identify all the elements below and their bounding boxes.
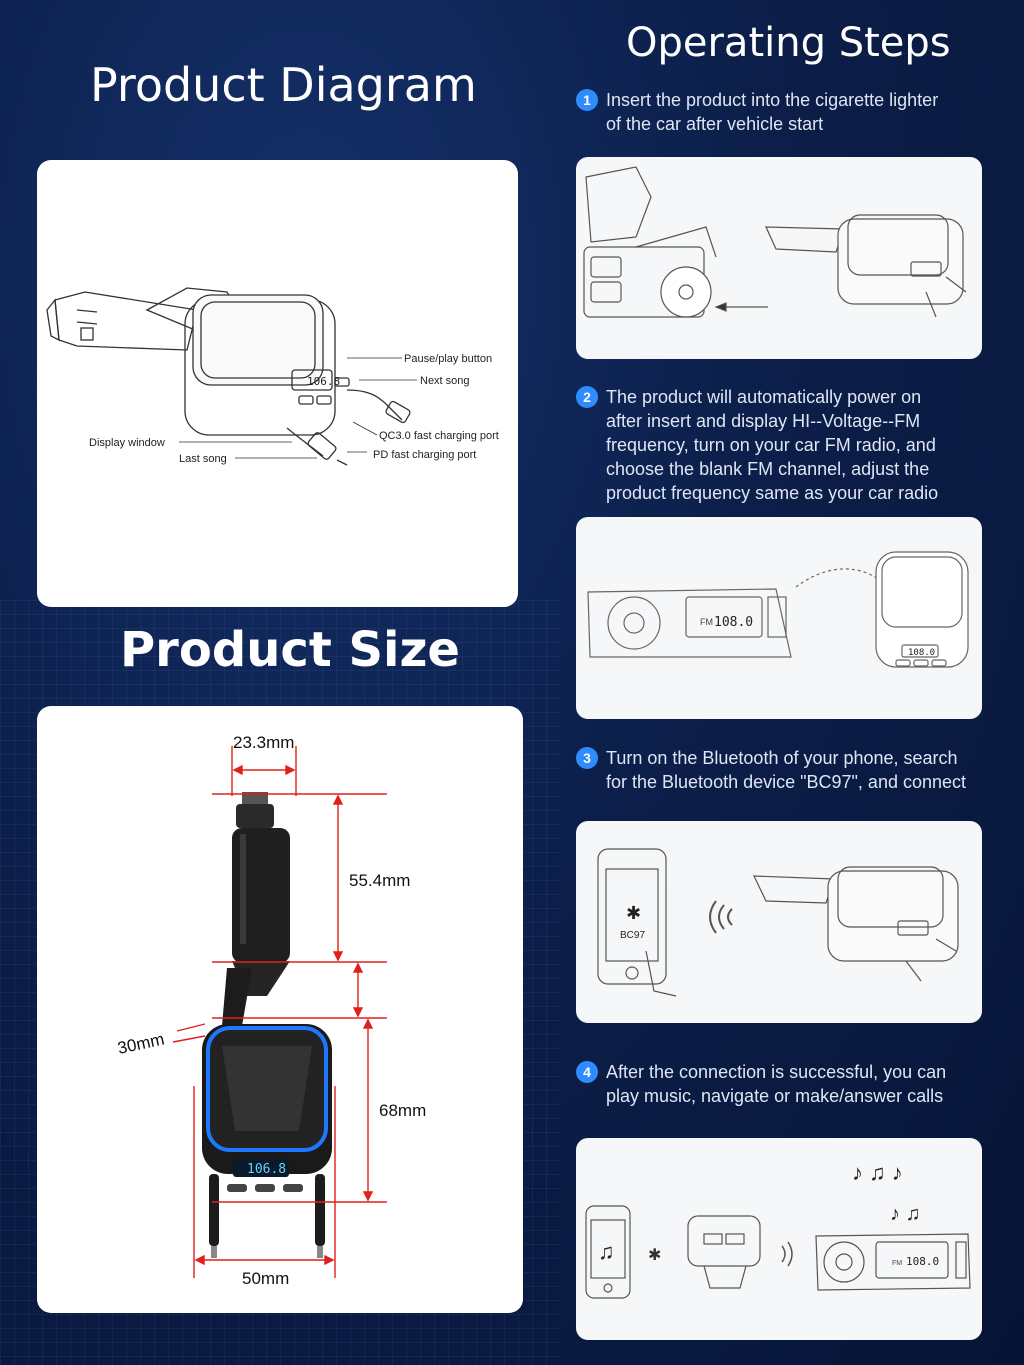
product-diagram-title: Product Diagram xyxy=(90,58,477,112)
step-3-number: 3 xyxy=(576,747,598,769)
music-notes-icon-2: ♪ ♫ xyxy=(890,1203,921,1225)
step-1-illustration xyxy=(576,157,982,359)
step-1-illustration-art xyxy=(583,166,967,318)
dim-height-plug: 55.4mm xyxy=(349,871,410,890)
bluetooth-icon: ✱ xyxy=(626,903,641,923)
step-4-illustration-art: ♫ ✱ ♪ ♫ ♪ ♪ ♫ 108.0 FM xyxy=(585,1160,971,1299)
product-diagram-illustration: 106.8 Pause/play button Next song Displa… xyxy=(46,287,499,466)
callout-last-song: Last song xyxy=(179,453,227,465)
radio-fm-label-step4: FM xyxy=(892,1260,902,1267)
dim-depth: 30mm xyxy=(116,1030,166,1058)
radio-display-value: 108.0 xyxy=(714,615,753,630)
callout-next-song: Next song xyxy=(420,375,470,387)
step-3-illustration: ✱ BC97 xyxy=(576,821,982,1023)
dim-width-bottom: 50mm xyxy=(242,1269,289,1288)
bluetooth-device-name: BC97 xyxy=(620,930,645,941)
bluetooth-icon: ✱ xyxy=(648,1247,661,1264)
step-2-illustration: FM 108.0 108.0 xyxy=(576,517,982,719)
product-size-title: Product Size xyxy=(120,622,460,678)
music-notes-icon: ♪ ♫ ♪ xyxy=(852,1160,903,1185)
step-2: 2 The product will automatically power o… xyxy=(576,385,996,505)
product-size-illustration: 106.8 xyxy=(116,733,426,1288)
size-display-value: 106.8 xyxy=(247,1162,286,1177)
step-4-illustration: ♫ ✱ ♪ ♫ ♪ ♪ ♫ 108.0 FM xyxy=(576,1138,982,1340)
diagram-display-value: 106.8 xyxy=(307,375,340,388)
step-2-number: 2 xyxy=(576,386,598,408)
callout-qc-port: QC3.0 fast charging port xyxy=(379,430,499,442)
step-4-text: After the connection is successful, you … xyxy=(606,1062,947,1106)
step-3-illustration-art: ✱ BC97 xyxy=(597,848,959,997)
step-2-illustration-art: FM 108.0 108.0 xyxy=(587,551,969,668)
callout-pause-play: Pause/play button xyxy=(404,353,492,365)
step-1: 1 Insert the product into the cigarette … xyxy=(576,88,996,136)
step-1-text: Insert the product into the cigarette li… xyxy=(606,90,939,134)
device-display-value: 108.0 xyxy=(908,648,935,658)
radio-display-value-step4: 108.0 xyxy=(906,1255,939,1268)
dim-height-body: 68mm xyxy=(379,1101,426,1120)
step-2-text: The product will automatically power on … xyxy=(606,387,939,503)
dim-width-top: 23.3mm xyxy=(233,733,294,752)
callout-pd-port: PD fast charging port xyxy=(373,449,476,461)
operating-steps-title: Operating Steps xyxy=(626,20,951,66)
step-4-number: 4 xyxy=(576,1061,598,1083)
music-note-icon: ♫ xyxy=(598,1239,615,1264)
step-3: 3 Turn on the Bluetooth of your phone, s… xyxy=(576,746,996,794)
product-diagram-panel: 106.8 Pause/play button Next song Displa… xyxy=(37,160,518,607)
callout-display-window: Display window xyxy=(89,437,165,449)
step-3-text: Turn on the Bluetooth of your phone, sea… xyxy=(606,748,967,792)
step-4: 4 After the connection is successful, yo… xyxy=(576,1060,996,1108)
product-size-panel: 106.8 xyxy=(37,706,523,1313)
step-1-number: 1 xyxy=(576,89,598,111)
radio-fm-label: FM xyxy=(700,617,713,627)
